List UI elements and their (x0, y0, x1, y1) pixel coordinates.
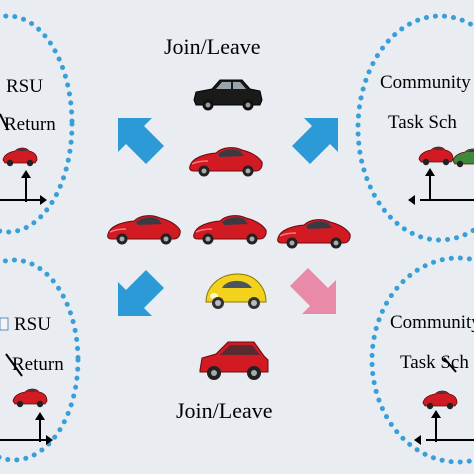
top-right-green-car-icon (452, 148, 474, 168)
top-right-red-car-icon (418, 146, 454, 166)
arrow-up-left-icon (118, 118, 164, 164)
top-left-cluster-title: RSU (6, 76, 43, 97)
top-right-cluster-title: Community (380, 72, 471, 93)
bottom-left-red-car-icon (12, 388, 48, 408)
bottom-left-cluster-subtitle: Return (12, 354, 64, 375)
black-sedan-icon (193, 79, 263, 112)
bottom-right-red-car-icon (422, 390, 458, 410)
top-left-cluster-subtitle: Return (4, 114, 56, 135)
red-sports-car-icon (188, 146, 263, 178)
top-left-red-car-icon (2, 147, 38, 167)
top-right-axes (408, 168, 474, 205)
top-left-axes (0, 113, 47, 205)
red-sports-car-icon (276, 218, 351, 250)
bottom-right-cluster-title: Community (390, 312, 474, 333)
red-hatchback-icon (199, 341, 269, 381)
cluster-bottom-left (0, 257, 81, 463)
top-right-cluster-subtitle: Task Sch (388, 112, 457, 133)
arrow-down-left-icon (118, 270, 164, 316)
cluster-top-left (0, 13, 75, 235)
cluster-top-right (355, 13, 474, 243)
cluster-bottom-right (369, 255, 474, 465)
bottom-right-axes (414, 357, 474, 445)
bottom-right-cluster-subtitle: Task Sch (400, 352, 469, 373)
arrow-down-right-icon (290, 268, 336, 314)
arrow-up-right-icon (292, 118, 338, 164)
yellow-beetle-icon (205, 273, 267, 310)
red-sports-car-icon (106, 214, 181, 246)
red-sports-car-icon (192, 214, 267, 246)
bottom-left-axes (0, 353, 53, 445)
top-join-leave-label: Join/Leave (164, 34, 261, 59)
document-icon (0, 317, 9, 331)
bottom-left-cluster-title: RSU (14, 314, 51, 335)
bottom-join-leave-label: Join/Leave (176, 398, 273, 423)
